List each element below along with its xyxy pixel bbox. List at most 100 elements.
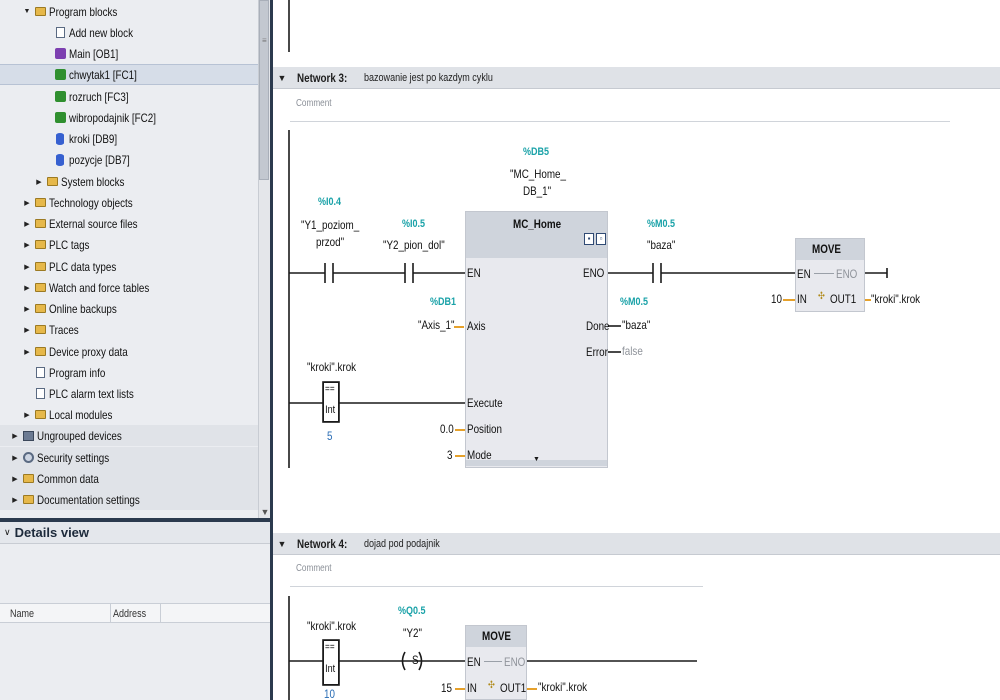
compare-tag[interactable]: "kroki".krok — [307, 619, 357, 633]
column-address[interactable]: Address — [113, 608, 147, 620]
network3-description[interactable]: bazowanie jest po kazdym cyklu — [364, 71, 494, 84]
tree-item-device-proxy-data[interactable]: ▶Device proxy data — [0, 341, 258, 362]
contact-no-icon[interactable] — [404, 262, 420, 284]
tree-item-plc-data-types[interactable]: ▶PLC data types — [0, 256, 258, 277]
collapse-arrow-icon[interactable]: ▶ — [24, 263, 30, 271]
collapse-arrow-icon[interactable]: ▶ — [12, 496, 18, 504]
tree-scroll-thumb[interactable] — [259, 0, 269, 180]
network3-comment[interactable]: Comment — [290, 96, 950, 122]
axis-address: %DB1 — [430, 296, 457, 308]
collapse-arrow-icon[interactable]: ▶ — [12, 475, 18, 483]
tree-item-label: Local modules — [49, 407, 113, 422]
collapse-arrow-icon[interactable]: ▶ — [12, 432, 18, 440]
coil-tag[interactable]: "Y2" — [403, 626, 423, 640]
pin-connector — [455, 455, 465, 457]
collapse-arrow-icon[interactable]: ▶ — [24, 220, 30, 228]
tree-item-plc-tags[interactable]: ▶PLC tags — [0, 234, 258, 255]
tree-item-pozycje-db7[interactable]: pozycje [DB7] — [0, 149, 258, 170]
fb-instance-name-cont[interactable]: DB_1" — [523, 184, 552, 198]
spacer — [22, 368, 32, 378]
collapse-arrow-icon[interactable]: ▶ — [24, 305, 30, 313]
compare-value[interactable]: 5 — [327, 429, 333, 443]
tree-item-main-ob1[interactable]: Main [OB1] — [0, 43, 258, 64]
chevron-down-icon[interactable]: ∨ — [4, 527, 11, 537]
compare-block[interactable] — [323, 640, 339, 685]
expand-arrow-icon[interactable]: ▼ — [23, 8, 31, 15]
panel-splitter[interactable] — [0, 518, 272, 522]
fb-title-bar — [466, 212, 607, 258]
insert-output-icon[interactable]: ✣ — [818, 291, 825, 302]
move-in-operand[interactable]: 10 — [771, 292, 782, 306]
collapse-arrow-icon[interactable]: ▶ — [24, 241, 30, 249]
network4-description[interactable]: dojad pod podajnik — [364, 537, 441, 550]
collapse-icon[interactable]: ▼ — [277, 538, 287, 549]
insert-output-icon[interactable]: ✣ — [488, 680, 495, 691]
network4-header[interactable]: ▼ Network 4: dojad pod podajnik — [273, 533, 1000, 555]
collapse-arrow-icon[interactable]: ▶ — [12, 454, 18, 462]
tree-item-documentation-settings[interactable]: ▶Documentation settings — [0, 489, 258, 510]
scroll-down-icon[interactable]: ▼ — [260, 507, 270, 517]
fb-instance-address: %DB5 — [523, 146, 550, 158]
editor-splitter[interactable] — [270, 0, 273, 700]
collapse-arrow-icon[interactable]: ▶ — [24, 326, 30, 334]
move-out-operand[interactable]: "kroki".krok — [538, 680, 588, 694]
error-operand[interactable]: false — [622, 344, 643, 358]
contact2-tag[interactable]: "Y2_pion_dol" — [383, 238, 445, 252]
set-coil-icon[interactable]: S — [412, 653, 419, 667]
move-out-operand[interactable]: "kroki".krok — [871, 292, 921, 306]
tool-icon[interactable]: ▫ — [596, 233, 606, 245]
tree-item-program-blocks[interactable]: ▼Program blocks — [0, 1, 258, 22]
expand-icon[interactable]: ▼ — [533, 456, 540, 463]
tree-item-watch-and-force-tables[interactable]: ▶Watch and force tables — [0, 277, 258, 298]
tree-item-ungrouped-devices[interactable]: ▶Ungrouped devices — [0, 425, 258, 446]
tree-item-common-data[interactable]: ▶Common data — [0, 468, 258, 489]
tree-item-wibropodajnik-fc2[interactable]: wibropodajnik [FC2] — [0, 107, 258, 128]
tree-item-kroki-db9[interactable]: kroki [DB9] — [0, 128, 258, 149]
move-internal-line — [484, 661, 502, 662]
tree-item-chwytak1-fc1[interactable]: chwytak1 [FC1] — [0, 64, 258, 85]
collapse-arrow-icon[interactable]: ▶ — [36, 178, 42, 186]
network4-comment[interactable]: Comment — [290, 561, 703, 587]
axis-operand[interactable]: "Axis_1" — [418, 318, 455, 332]
grip-icon[interactable]: ≡ — [262, 36, 267, 45]
tree-item-program-info[interactable]: Program info — [0, 362, 258, 383]
tree-item-rozruch-fc3[interactable]: rozruch [FC3] — [0, 86, 258, 107]
collapse-arrow-icon[interactable]: ▶ — [24, 411, 30, 419]
pin-connector — [455, 429, 465, 431]
collapse-icon[interactable]: ▼ — [277, 72, 287, 83]
pin-connector — [454, 326, 464, 328]
move-in-operand[interactable]: 15 — [441, 681, 452, 695]
details-header[interactable]: ∨ Details view — [0, 522, 270, 544]
tree-item-external-source-files[interactable]: ▶External source files — [0, 213, 258, 234]
tree-item-add-new-block[interactable]: Add new block — [0, 22, 258, 43]
network3-header[interactable]: ▼ Network 3: bazowanie jest po kazdym cy… — [273, 67, 1000, 89]
column-name[interactable]: Name — [10, 608, 35, 620]
db-icon — [54, 153, 66, 166]
contact1-tag[interactable]: "Y1_poziom_ — [301, 218, 360, 232]
contact-no-icon[interactable] — [652, 262, 668, 284]
tree-item-traces[interactable]: ▶Traces — [0, 319, 258, 340]
tree-item-technology-objects[interactable]: ▶Technology objects — [0, 192, 258, 213]
tree-item-local-modules[interactable]: ▶ Local modules — [0, 404, 258, 425]
collapse-arrow-icon[interactable]: ▶ — [24, 284, 30, 292]
position-operand[interactable]: 0.0 — [440, 422, 454, 436]
contact-no-icon[interactable] — [324, 262, 340, 284]
compare-tag[interactable]: "kroki".krok — [307, 360, 357, 374]
diagnostics-icon[interactable]: ▪ — [584, 233, 594, 245]
tree-item-system-blocks[interactable]: ▶System blocks — [0, 171, 258, 192]
fb-expand-bar[interactable] — [466, 460, 607, 466]
collapse-arrow-icon[interactable]: ▶ — [24, 199, 30, 207]
contact3-tag[interactable]: "baza" — [647, 238, 676, 252]
fb-title: MC_Home — [513, 217, 562, 231]
done-address: %M0.5 — [620, 296, 649, 308]
tree-item-security-settings[interactable]: ▶Security settings — [0, 447, 258, 468]
collapse-arrow-icon[interactable]: ▶ — [24, 348, 30, 356]
fb-instance-name[interactable]: "MC_Home_ — [510, 167, 566, 181]
tree-item-plc-alarm-text-lists[interactable]: PLC alarm text lists — [0, 383, 258, 404]
mode-operand[interactable]: 3 — [447, 448, 453, 462]
tree-item-online-backups[interactable]: ▶Online backups — [0, 298, 258, 319]
compare-block[interactable] — [323, 382, 339, 422]
contact1-tag-cont[interactable]: przod" — [316, 235, 345, 249]
done-operand[interactable]: "baza" — [622, 318, 651, 332]
compare-value[interactable]: 10 — [324, 687, 335, 700]
